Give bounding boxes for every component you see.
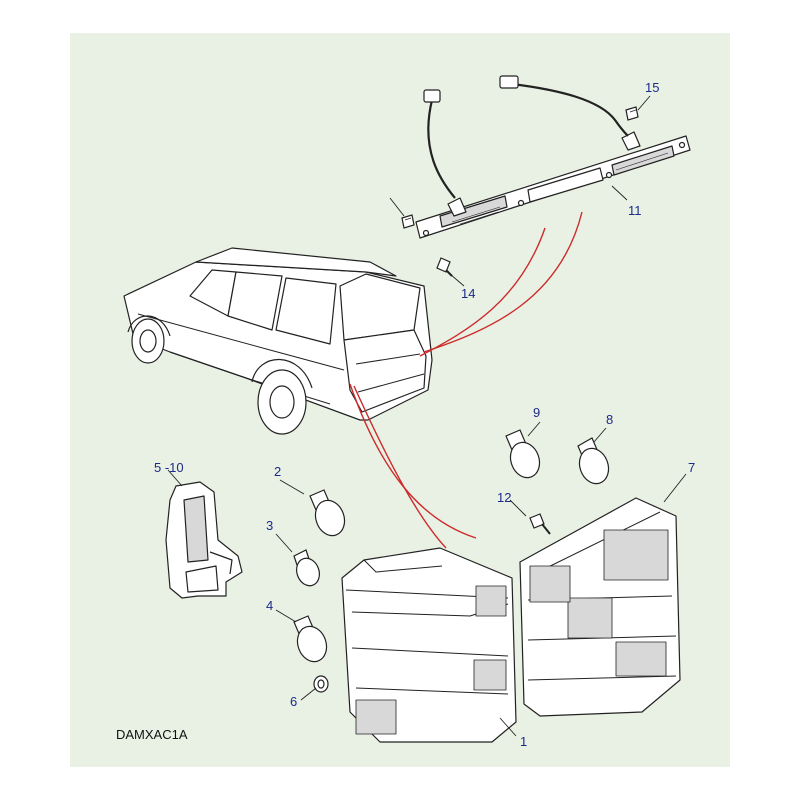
grommet-icon bbox=[313, 675, 329, 693]
callout-item-14: 14 bbox=[461, 286, 476, 301]
callout-number-11: 12 bbox=[497, 490, 512, 505]
connector-icon bbox=[423, 75, 519, 103]
rear-lamp-assembly-icon bbox=[341, 547, 517, 743]
callout-13: 15 bbox=[645, 80, 660, 95]
high-mounted-stop-lamp-icon bbox=[415, 131, 691, 239]
callout-item-3: 3 bbox=[266, 518, 274, 533]
wheel-icon bbox=[131, 318, 307, 435]
nut-icon bbox=[529, 513, 551, 535]
callout-item-1: 1 bbox=[520, 734, 528, 749]
bulb-holder-icon bbox=[165, 481, 243, 599]
callout-item-5-10: 5 -10 bbox=[154, 460, 184, 475]
callout-item-7: 7 bbox=[688, 460, 696, 475]
wiring-harness-icon bbox=[427, 82, 629, 199]
drawing-code: DAMXAC1A bbox=[116, 727, 188, 742]
bulb-icon bbox=[293, 429, 610, 663]
callout-12: 11 bbox=[628, 203, 642, 218]
callout-item-8: 8 bbox=[606, 412, 614, 427]
callout-item-4: 4 bbox=[266, 598, 274, 613]
location-leader-lines bbox=[349, 211, 583, 549]
rear-lamp-assembly-icon bbox=[519, 497, 681, 717]
callout-item-9: 9 bbox=[533, 405, 541, 420]
vehicle-icon bbox=[123, 247, 433, 421]
clip-icon bbox=[625, 106, 639, 121]
clip-icon bbox=[401, 214, 415, 229]
callout-leader-lines bbox=[167, 95, 687, 737]
callout-item-6: 6 bbox=[290, 694, 298, 709]
callout-item-2: 2 bbox=[274, 464, 282, 479]
